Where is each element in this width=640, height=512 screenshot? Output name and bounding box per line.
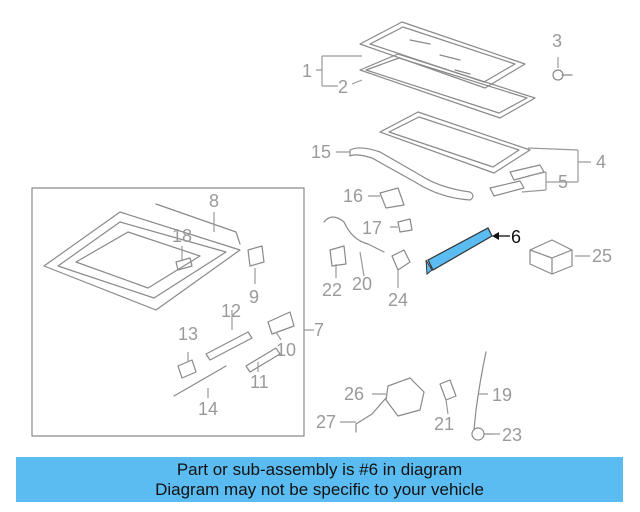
- label-10: 10: [276, 340, 296, 360]
- weatherstrip-part: [349, 147, 474, 201]
- motor-part: [529, 239, 573, 275]
- cable-27-part: [355, 397, 387, 433]
- label-2: 2: [338, 77, 348, 97]
- glass-seal-part: [359, 53, 536, 119]
- cable-14-part: [173, 365, 227, 397]
- assembly-box: [31, 187, 305, 437]
- label-13: 13: [178, 324, 198, 344]
- info-banner: Part or sub-assembly is #6 in diagram Di…: [16, 457, 623, 502]
- label-19: 19: [492, 385, 512, 405]
- label-20: 20: [352, 274, 372, 294]
- label-14: 14: [198, 399, 218, 419]
- grommet-23-part: [471, 427, 493, 441]
- label-15: 15: [311, 142, 331, 162]
- label-24: 24: [388, 290, 408, 310]
- hose-19-part: [473, 351, 487, 431]
- label-5: 5: [558, 172, 568, 192]
- label-12: 12: [221, 301, 241, 321]
- bracket-5-part: [509, 164, 545, 181]
- sunroof-glass-part: [359, 21, 526, 89]
- banner-line-1: Part or sub-assembly is #6 in diagram: [176, 460, 463, 479]
- label-3: 3: [552, 31, 562, 51]
- leader-lines: [181, 55, 591, 435]
- slider-13-part: [177, 359, 197, 379]
- deflector-part-6: [425, 227, 493, 275]
- guide-12-part: [205, 331, 253, 361]
- bracket-9-part: [247, 245, 265, 267]
- clip-24-part: [391, 249, 411, 271]
- sunroof-housing-part: [43, 203, 241, 311]
- label-27: 27: [316, 412, 336, 432]
- label-21: 21: [434, 414, 454, 434]
- label-1: 1: [302, 61, 312, 81]
- label-17: 17: [362, 218, 382, 238]
- clip-18-part: [175, 257, 193, 271]
- clip-17-part: [397, 218, 413, 233]
- drain-clip-part: [379, 187, 405, 209]
- label-11: 11: [250, 372, 269, 392]
- label-7: 7: [314, 320, 324, 340]
- label-25: 25: [592, 246, 612, 266]
- bracket-21-part: [439, 379, 457, 401]
- label-23: 23: [502, 425, 522, 445]
- label-6: 6: [511, 227, 521, 247]
- label-8: 8: [209, 191, 219, 211]
- bolt-part: [552, 69, 573, 81]
- label-4: 4: [596, 152, 606, 172]
- drain-hose-part: [323, 216, 385, 253]
- sunroof-frame-part: [379, 111, 531, 174]
- motor-26-part: [385, 377, 425, 417]
- label-26: 26: [344, 384, 364, 404]
- banner-line-2: Diagram may not be specific to your vehi…: [155, 480, 484, 499]
- label-9: 9: [249, 287, 259, 307]
- bracket-5b-part: [489, 180, 525, 197]
- guide-11-part: [245, 347, 281, 373]
- label-16: 16: [343, 186, 363, 206]
- arrow-6-head: [492, 232, 499, 240]
- part-labels: 1 2 3 4 5 15 16 17 8 18 9 7 12 10 13 11 …: [172, 31, 612, 445]
- label-22: 22: [322, 280, 342, 300]
- label-18: 18: [172, 226, 192, 246]
- bracket-22-part: [329, 245, 347, 267]
- bracket-10-part: [267, 311, 295, 335]
